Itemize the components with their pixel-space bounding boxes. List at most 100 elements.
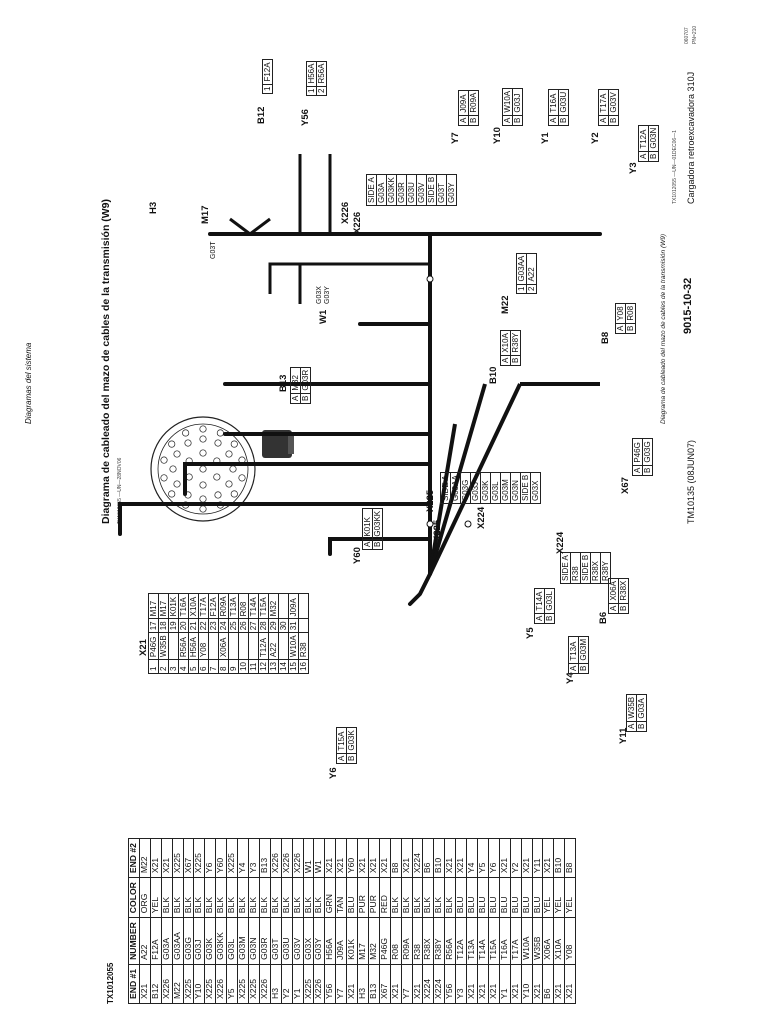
x224-splice-row: SIDE B xyxy=(580,552,591,584)
y3-pin-wire: G03N xyxy=(648,125,659,152)
w1-wire-g03y: G03Y xyxy=(324,286,331,304)
y6-pin-wire: T15A xyxy=(336,727,347,754)
figure-caption-sub: TX1012055 —UN—01DEC06—1 xyxy=(672,130,678,204)
b13-pin-id: B xyxy=(300,393,311,404)
y56-pin-wire: H56A xyxy=(306,61,317,87)
y10-pin-id: A xyxy=(502,115,513,126)
y60-pin-wire: G03KK xyxy=(372,508,383,540)
x225-splice-row: G03G xyxy=(460,472,471,504)
w1-label: W1 xyxy=(318,309,329,324)
machine-name: Cargadora retroexcavadora 310J xyxy=(686,71,696,204)
x226-splice-cell: G03Y xyxy=(446,174,457,206)
branch-h3b xyxy=(249,217,271,236)
m22-pin-id: 2 xyxy=(526,284,537,294)
x21-pin-socket xyxy=(225,450,233,458)
y2-pin-wire: T17A xyxy=(598,89,609,116)
w1-wire-g03x: G03X xyxy=(316,286,323,304)
y7-label: Y7 xyxy=(450,132,461,144)
x67-pin-wire: G03G xyxy=(642,438,653,466)
y10-pin-id: B xyxy=(512,115,523,126)
y4-pin-id: B xyxy=(578,663,589,674)
branch-x21 xyxy=(408,572,432,606)
x225-splice-cell: SIDE A xyxy=(440,472,451,504)
m22-pin-id: 1 xyxy=(516,284,527,294)
y1-pin-id: A xyxy=(548,115,559,126)
x226-splice-cell: G03R xyxy=(396,174,407,206)
y56-pin-id: 2 xyxy=(316,86,327,96)
page-reference: 9015-10-32 xyxy=(682,277,694,334)
x225-splice-cell: G03N xyxy=(510,472,521,504)
x226-splice-cell: G03KK xyxy=(386,174,397,206)
x225-splice-cell: G03G xyxy=(460,472,471,504)
b12-pin-id: 1 xyxy=(262,84,273,94)
y2-label: Y2 xyxy=(590,132,601,144)
x224-splice-row: R38 xyxy=(570,552,581,584)
x225-splice-row: G03J xyxy=(470,472,481,504)
y56-pin-id: 1 xyxy=(306,86,317,96)
x225-splice-row: SIDE A xyxy=(440,472,451,504)
y10-label: Y10 xyxy=(492,127,503,144)
y5-pin-id: B xyxy=(544,613,555,624)
x225-splice-row: G03AA xyxy=(450,472,461,504)
x67-pin-wire: P46G xyxy=(632,438,643,466)
y3-pin-wire: T12A xyxy=(638,125,649,152)
x226-splice-row: G03R xyxy=(396,174,407,206)
y1-pin-wire: G03U xyxy=(558,89,569,116)
to-b8 xyxy=(428,383,487,575)
branch-y60 xyxy=(328,537,432,556)
x21-pin-socket xyxy=(214,491,222,499)
y4-pin-wire: T13A xyxy=(568,636,579,664)
b8-pin-id: A xyxy=(615,323,626,334)
splice-x224-node xyxy=(464,520,472,528)
y2-pin-wire: G03V xyxy=(608,89,619,116)
b13-pin-wire: M32 xyxy=(290,367,301,394)
y2-pin-id: B xyxy=(608,115,619,126)
y5-pin-wire: T14A xyxy=(534,588,545,614)
x226-splice-row: G03V xyxy=(416,174,427,206)
small-date: 060707 xyxy=(684,27,690,44)
x225-splice-cell: SIDE B xyxy=(520,472,531,504)
x224-splice-row: R38X xyxy=(590,552,601,584)
x224-splice-cell: SIDE B xyxy=(580,552,591,584)
m17-label: M17 xyxy=(200,205,211,224)
x225-label: X225 xyxy=(425,489,436,512)
splice-x225-node xyxy=(426,520,434,528)
x224-table-label: X224 xyxy=(555,531,566,554)
y5-pin-wire: G03L xyxy=(544,588,555,614)
x67-pin-id: B xyxy=(642,465,653,476)
b6-pin-id: B xyxy=(618,603,629,614)
y11-pin-wire: G03A xyxy=(636,694,647,722)
y3-pin-id: B xyxy=(648,151,659,162)
b13-label: B13 xyxy=(278,374,289,392)
x224-splice-cell: R38X xyxy=(590,552,601,584)
